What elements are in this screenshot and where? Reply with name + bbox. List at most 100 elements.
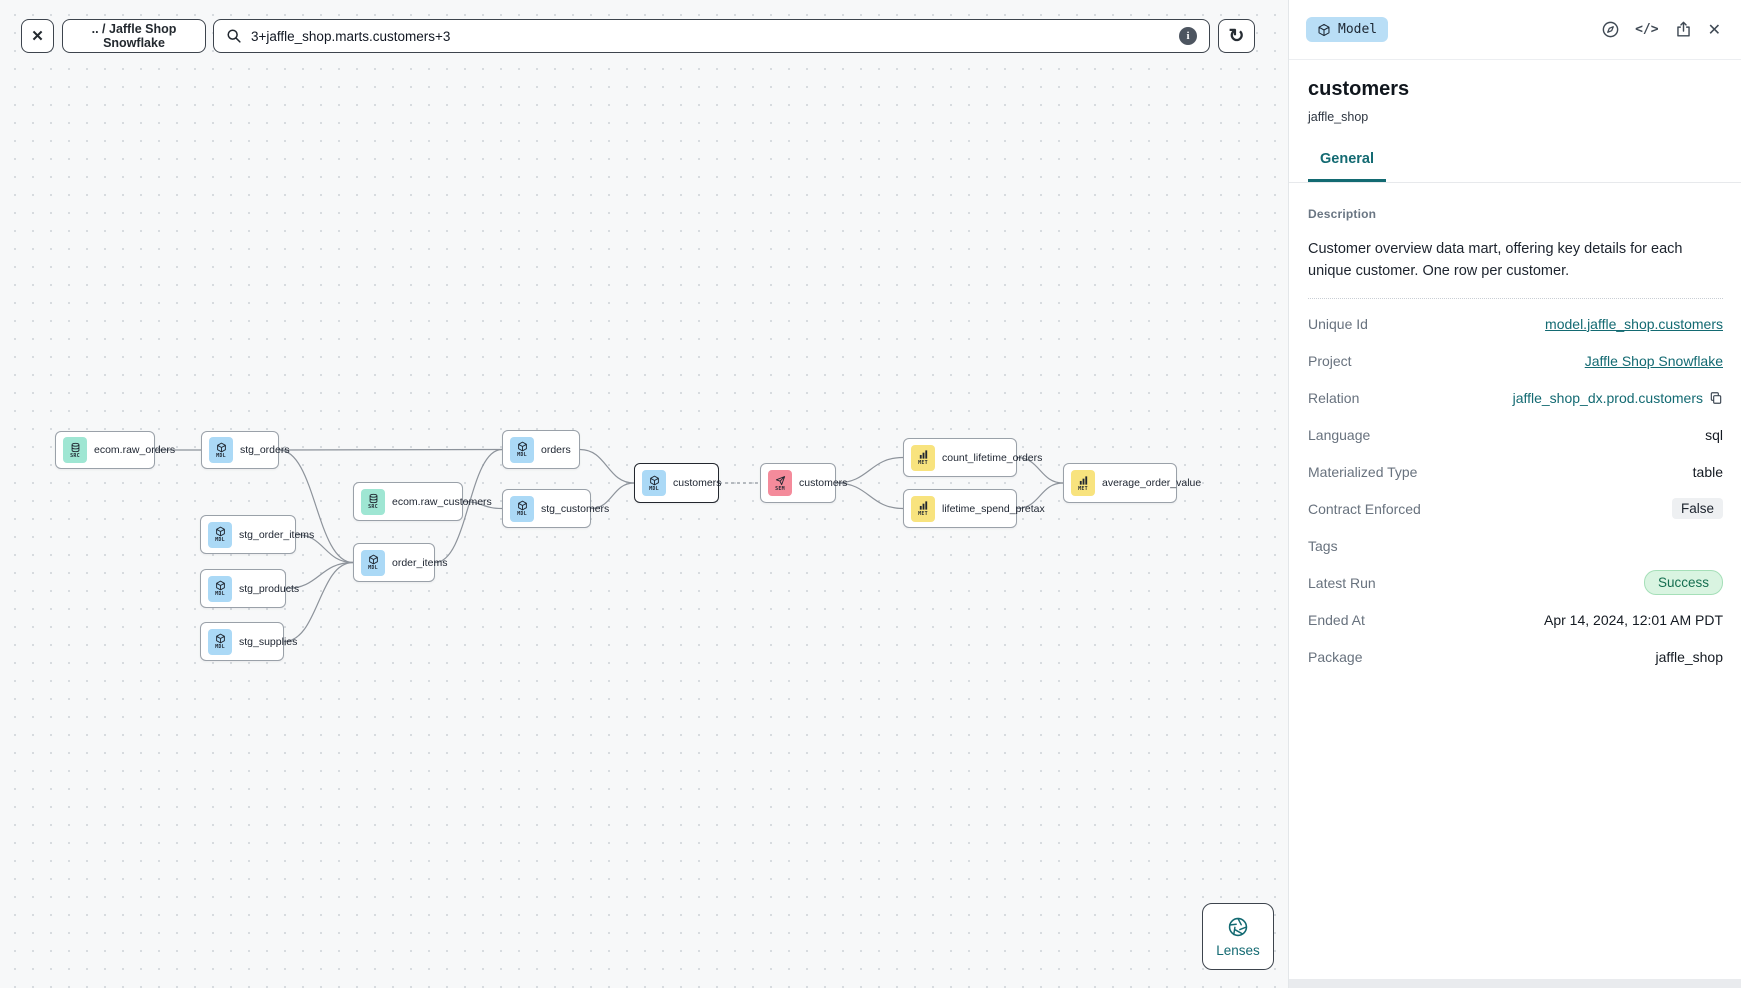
node-stg-customers[interactable]: MDL stg_customers xyxy=(502,489,609,528)
package-subtitle: jaffle_shop xyxy=(1308,110,1369,124)
node-label: ecom.raw_orders xyxy=(94,444,176,456)
field-label: Language xyxy=(1308,426,1371,443)
field-label: Package xyxy=(1308,648,1363,665)
field-label: Project xyxy=(1308,352,1352,369)
field-row-contract-enforced: Contract Enforced False xyxy=(1308,490,1723,527)
edge-order_items-to-orders xyxy=(434,448,503,564)
mdl-resource-icon: MDL xyxy=(642,470,666,496)
resource-tag: MDL xyxy=(215,591,225,597)
search-icon xyxy=(227,29,241,43)
field-label: Contract Enforced xyxy=(1308,500,1421,517)
description-text: Customer overview data mart, offering ke… xyxy=(1308,241,1683,279)
mdl-resource-icon: MDL xyxy=(510,495,534,522)
node-stg-order-items[interactable]: MDL stg_order_items xyxy=(200,515,314,554)
mdl-resource-icon: MDL xyxy=(208,521,232,548)
edge-stg_customers-to-customers xyxy=(590,482,635,510)
edge-stg_products-to-order_items xyxy=(285,561,354,590)
field-row-relation: Relation jaffle_shop_dx.prod.customers xyxy=(1308,379,1723,416)
lenses-button[interactable]: Lenses xyxy=(1202,903,1274,970)
description-label: Description xyxy=(1308,207,1377,221)
lenses-label: Lenses xyxy=(1216,942,1260,958)
src-resource-icon: SRC xyxy=(63,437,87,463)
node-label: stg_supplies xyxy=(239,635,298,648)
copy-icon[interactable] xyxy=(1709,391,1723,405)
node-stg-orders[interactable]: MDL stg_orders xyxy=(201,431,290,469)
field-value: sql xyxy=(1705,426,1723,443)
field-link[interactable]: Jaffle Shop Snowflake xyxy=(1584,352,1723,369)
field-label: Latest Run xyxy=(1308,574,1376,591)
panel-scrollbar[interactable] xyxy=(1289,979,1741,988)
field-link[interactable]: model.jaffle_shop.customers xyxy=(1545,315,1723,332)
contract-badge: False xyxy=(1671,498,1723,519)
field-value: Success xyxy=(1643,570,1723,595)
model-cube-icon xyxy=(1318,23,1330,36)
view-code-icon[interactable]: </> xyxy=(1635,22,1659,37)
close-lineage-button[interactable]: ✕ xyxy=(21,19,54,53)
info-icon[interactable]: i xyxy=(1179,27,1197,45)
met-resource-icon: MET xyxy=(1071,470,1095,496)
resource-tag: MET xyxy=(918,460,928,466)
field-label: Unique Id xyxy=(1308,315,1368,332)
status-badge: Success xyxy=(1643,570,1723,595)
resource-tag: MDL xyxy=(517,452,527,458)
node-ecom-raw-orders[interactable]: SRC ecom.raw_orders xyxy=(55,431,175,469)
mdl-resource-icon: MDL xyxy=(209,437,233,463)
divider xyxy=(1308,298,1723,299)
node-orders[interactable]: MDL orders xyxy=(502,430,580,469)
lenses-aperture-icon xyxy=(1228,917,1248,936)
edge-stg_orders-to-order_items xyxy=(278,449,354,564)
edge-stg_supplies-to-order_items xyxy=(283,561,354,643)
breadcrumb[interactable]: .. / Jaffle Shop Snowflake xyxy=(62,19,206,53)
tab-general[interactable]: General xyxy=(1308,151,1386,182)
edge-raw_customers-to-stg_customers xyxy=(462,500,503,510)
field-value: jaffle_shop xyxy=(1655,648,1723,665)
share-icon[interactable] xyxy=(1674,20,1693,39)
field-label: Tags xyxy=(1308,537,1338,554)
panel-header: Model </> ✕ xyxy=(1289,0,1741,60)
resource-tag: MDL xyxy=(649,485,659,492)
field-label: Relation xyxy=(1308,389,1360,406)
edge-customers_sem-to-count_lifetime xyxy=(835,456,904,484)
lineage-edges xyxy=(154,448,1064,643)
resource-tag: MDL xyxy=(215,537,225,543)
resource-tag: MET xyxy=(1078,485,1088,492)
node-customers[interactable]: MDL customers xyxy=(634,463,722,503)
resource-tag: MDL xyxy=(517,511,527,517)
mdl-resource-icon: MDL xyxy=(208,575,232,602)
close-panel-icon[interactable]: ✕ xyxy=(1707,21,1721,39)
refresh-button[interactable]: ↻ xyxy=(1218,19,1255,53)
node-label: stg_order_items xyxy=(239,528,315,541)
explore-compass-icon[interactable] xyxy=(1601,20,1620,39)
lineage-search-bar[interactable]: i xyxy=(213,19,1210,53)
field-value: model.jaffle_shop.customers xyxy=(1545,316,1723,332)
node-label: stg_orders xyxy=(240,444,290,456)
src-resource-icon: SRC xyxy=(361,488,385,515)
node-label: customers xyxy=(673,477,722,489)
resource-type-label: Model xyxy=(1338,22,1378,37)
edge-customers_sem-to-lifetime_spend xyxy=(835,482,904,510)
field-value: Apr 14, 2024, 12:01 AM PDT xyxy=(1544,611,1723,628)
node-stg-supplies[interactable]: MDL stg_supplies xyxy=(200,622,297,661)
node-label: orders xyxy=(541,443,571,456)
resource-tag: SRC xyxy=(70,452,80,459)
resource-tag: MDL xyxy=(216,452,226,459)
relation-value: jaffle_shop_dx.prod.customers xyxy=(1512,389,1703,406)
edge-stg_order_items-to-order_items xyxy=(295,533,354,564)
mdl-resource-icon: MDL xyxy=(208,628,232,655)
search-input[interactable] xyxy=(251,28,1170,44)
node-label: stg_customers xyxy=(541,502,610,515)
resource-tag: MDL xyxy=(215,644,225,650)
field-row-unique-id: Unique Id model.jaffle_shop.customers xyxy=(1308,305,1723,342)
field-value: table xyxy=(1692,463,1723,480)
field-row-project: Project Jaffle Shop Snowflake xyxy=(1308,342,1723,379)
